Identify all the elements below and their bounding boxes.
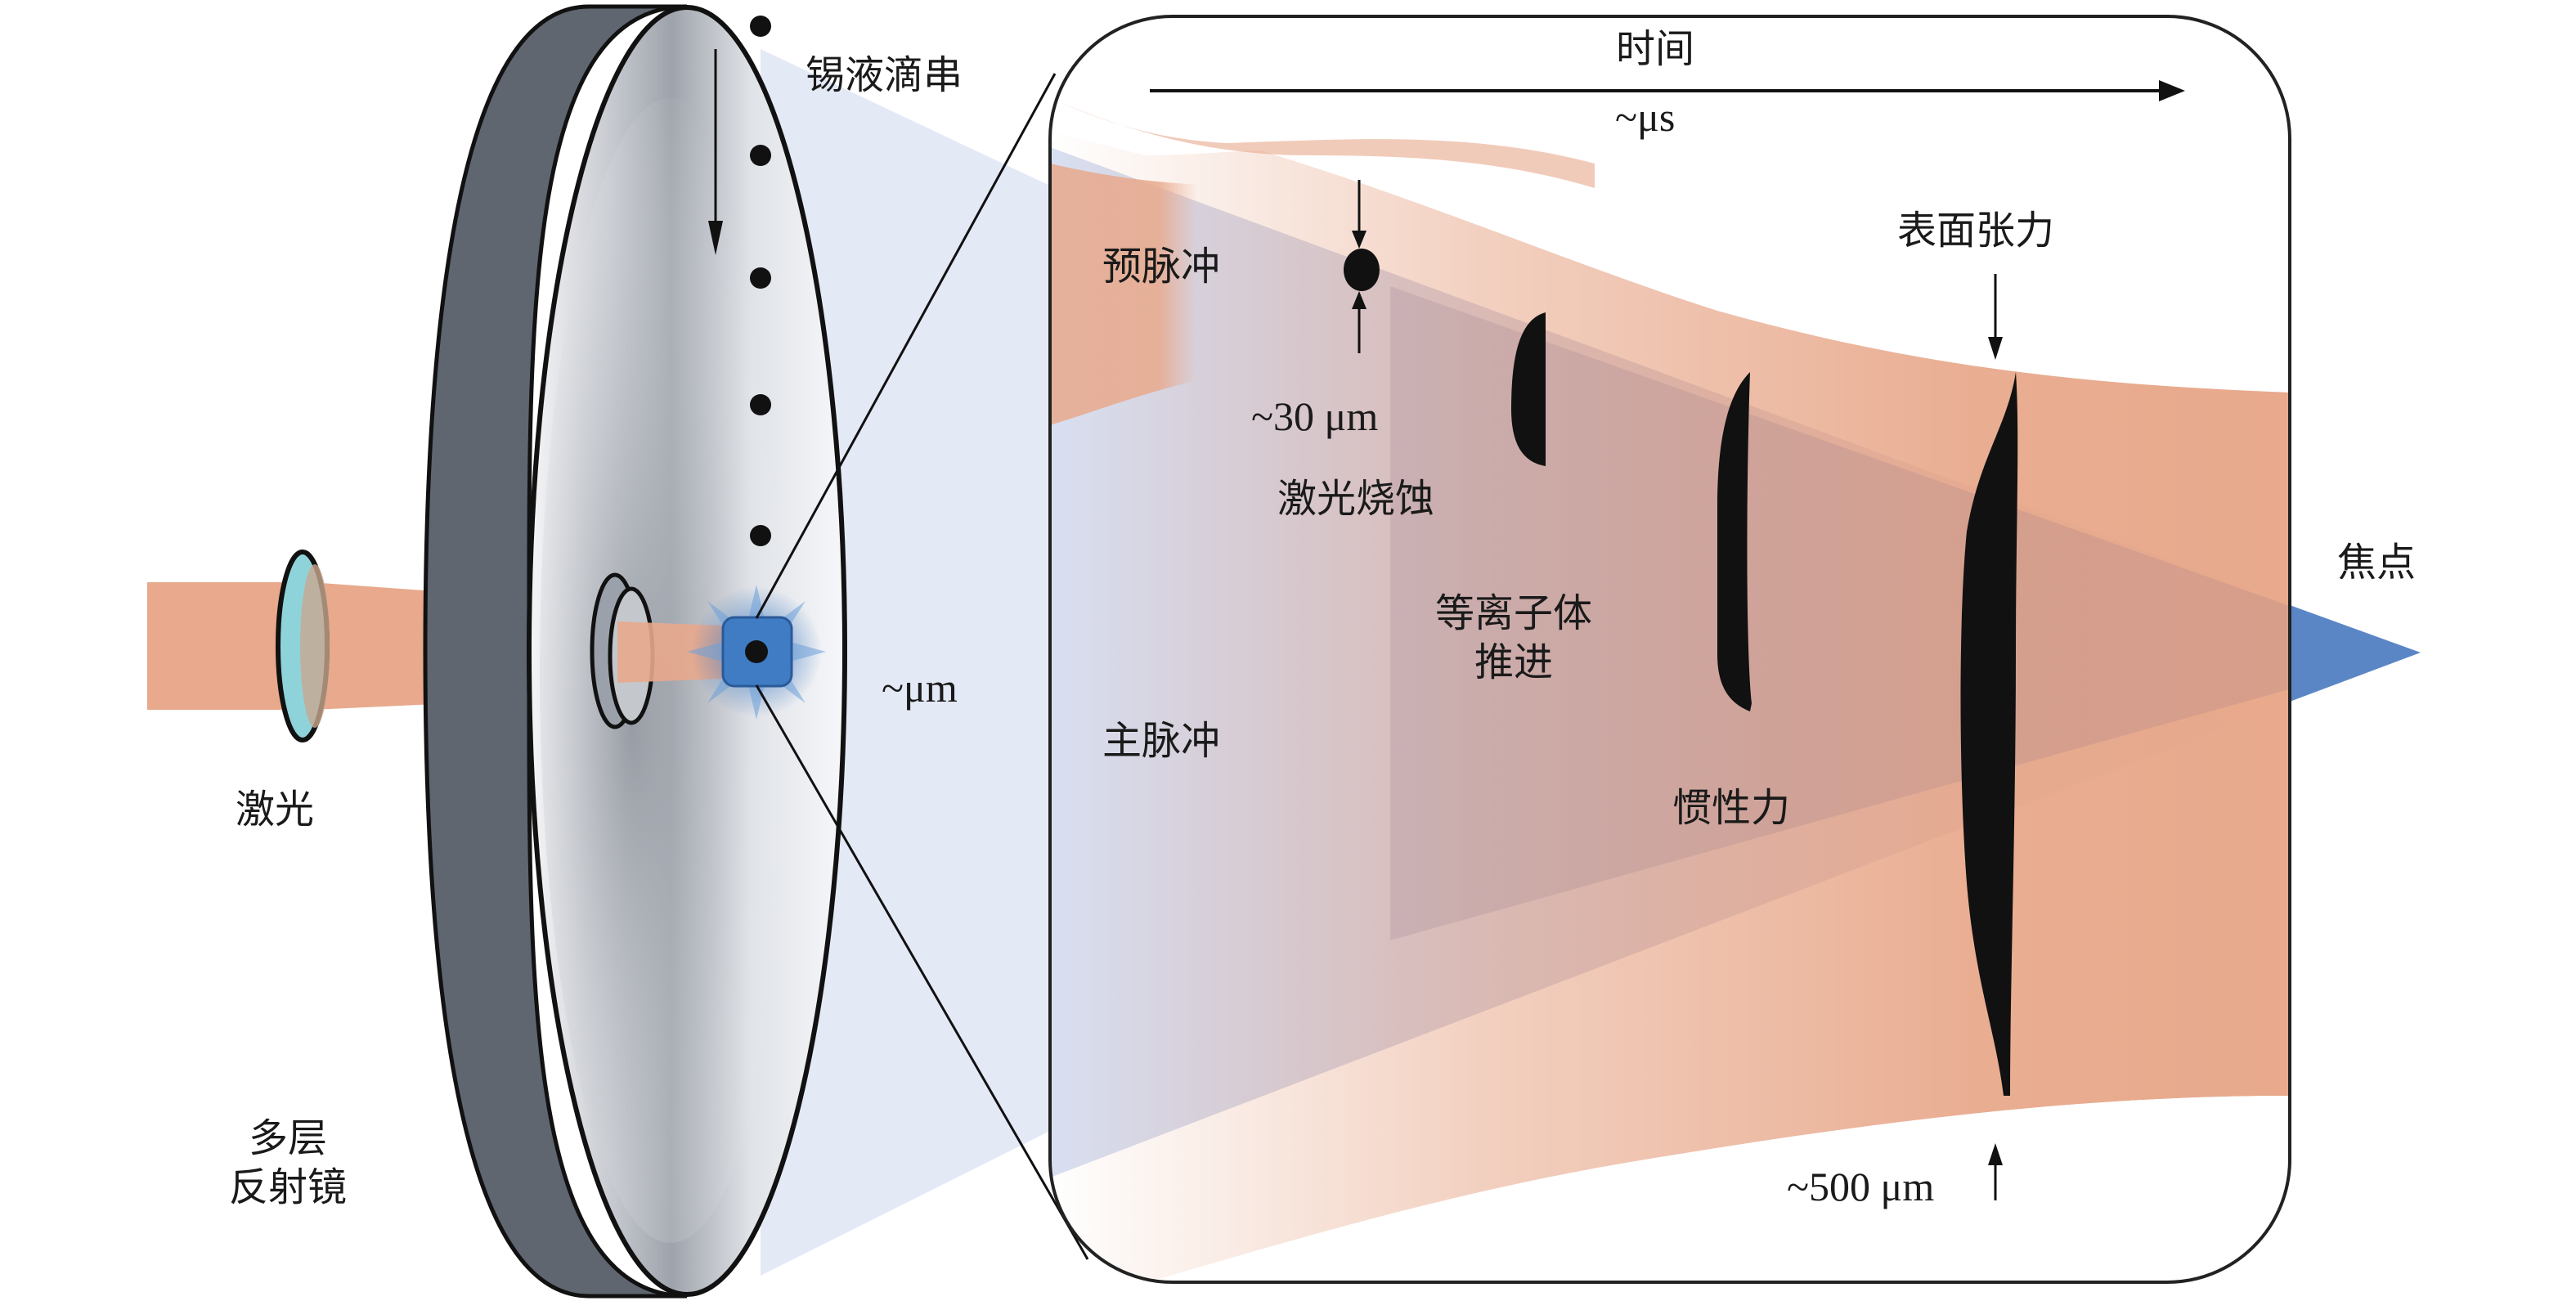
tin-droplet: [750, 16, 771, 37]
label-main-pulse: 主脉冲: [1102, 718, 1221, 764]
label-droplet-size: ~30 μm: [1251, 393, 1379, 439]
label-multilayer-mirror: 多层 反射镜: [229, 1114, 347, 1212]
tin-droplet: [750, 267, 771, 289]
label-target-size: ~500 μm: [1787, 1164, 1935, 1209]
deformed-droplet-plasma: [1717, 372, 1752, 711]
label-time: 时间: [1616, 26, 1695, 72]
label-focus: 焦点: [2337, 540, 2417, 585]
tin-droplet: [750, 145, 771, 166]
label-inertial-force: 惯性力: [1672, 785, 1791, 831]
time-evolution-inset: [1048, 15, 2421, 1284]
label-pre-pulse: 预脉冲: [1102, 244, 1221, 289]
focus-point: [2290, 605, 2421, 702]
label-plasma-propulsion-line2: 推进: [1474, 639, 1554, 685]
reflected-light-cone: [761, 49, 1055, 1276]
label-time-scale: ~μs: [1615, 94, 1676, 140]
tin-droplet-stream: [708, 16, 771, 546]
label-surface-tension: 表面张力: [1897, 208, 2055, 253]
lens-icon: [276, 550, 330, 742]
tin-droplet: [750, 394, 771, 415]
label-plasma-propulsion: 等离子体 推进: [1435, 589, 1592, 687]
label-tin-droplet-stream: 锡液滴串: [806, 52, 963, 98]
label-length-scale: ~μm: [882, 665, 958, 711]
label-laser: 激光: [236, 787, 315, 832]
multilayer-mirror: [423, 4, 847, 1299]
label-laser-ablation: 激光烧蚀: [1277, 476, 1435, 522]
deformed-droplet-sheet: [1960, 372, 2018, 1096]
zoom-line-bottom: [755, 684, 1089, 1260]
deformed-droplet-ablation: [1511, 312, 1546, 466]
label-plasma-propulsion-line1: 等离子体: [1435, 590, 1593, 636]
label-mirror-line1: 多层: [249, 1115, 328, 1161]
label-mirror-line2: 反射镜: [229, 1164, 348, 1210]
pre-pulse-droplet: [1344, 180, 1380, 353]
zoom-line-top: [755, 73, 1057, 619]
tin-droplet: [750, 525, 771, 546]
